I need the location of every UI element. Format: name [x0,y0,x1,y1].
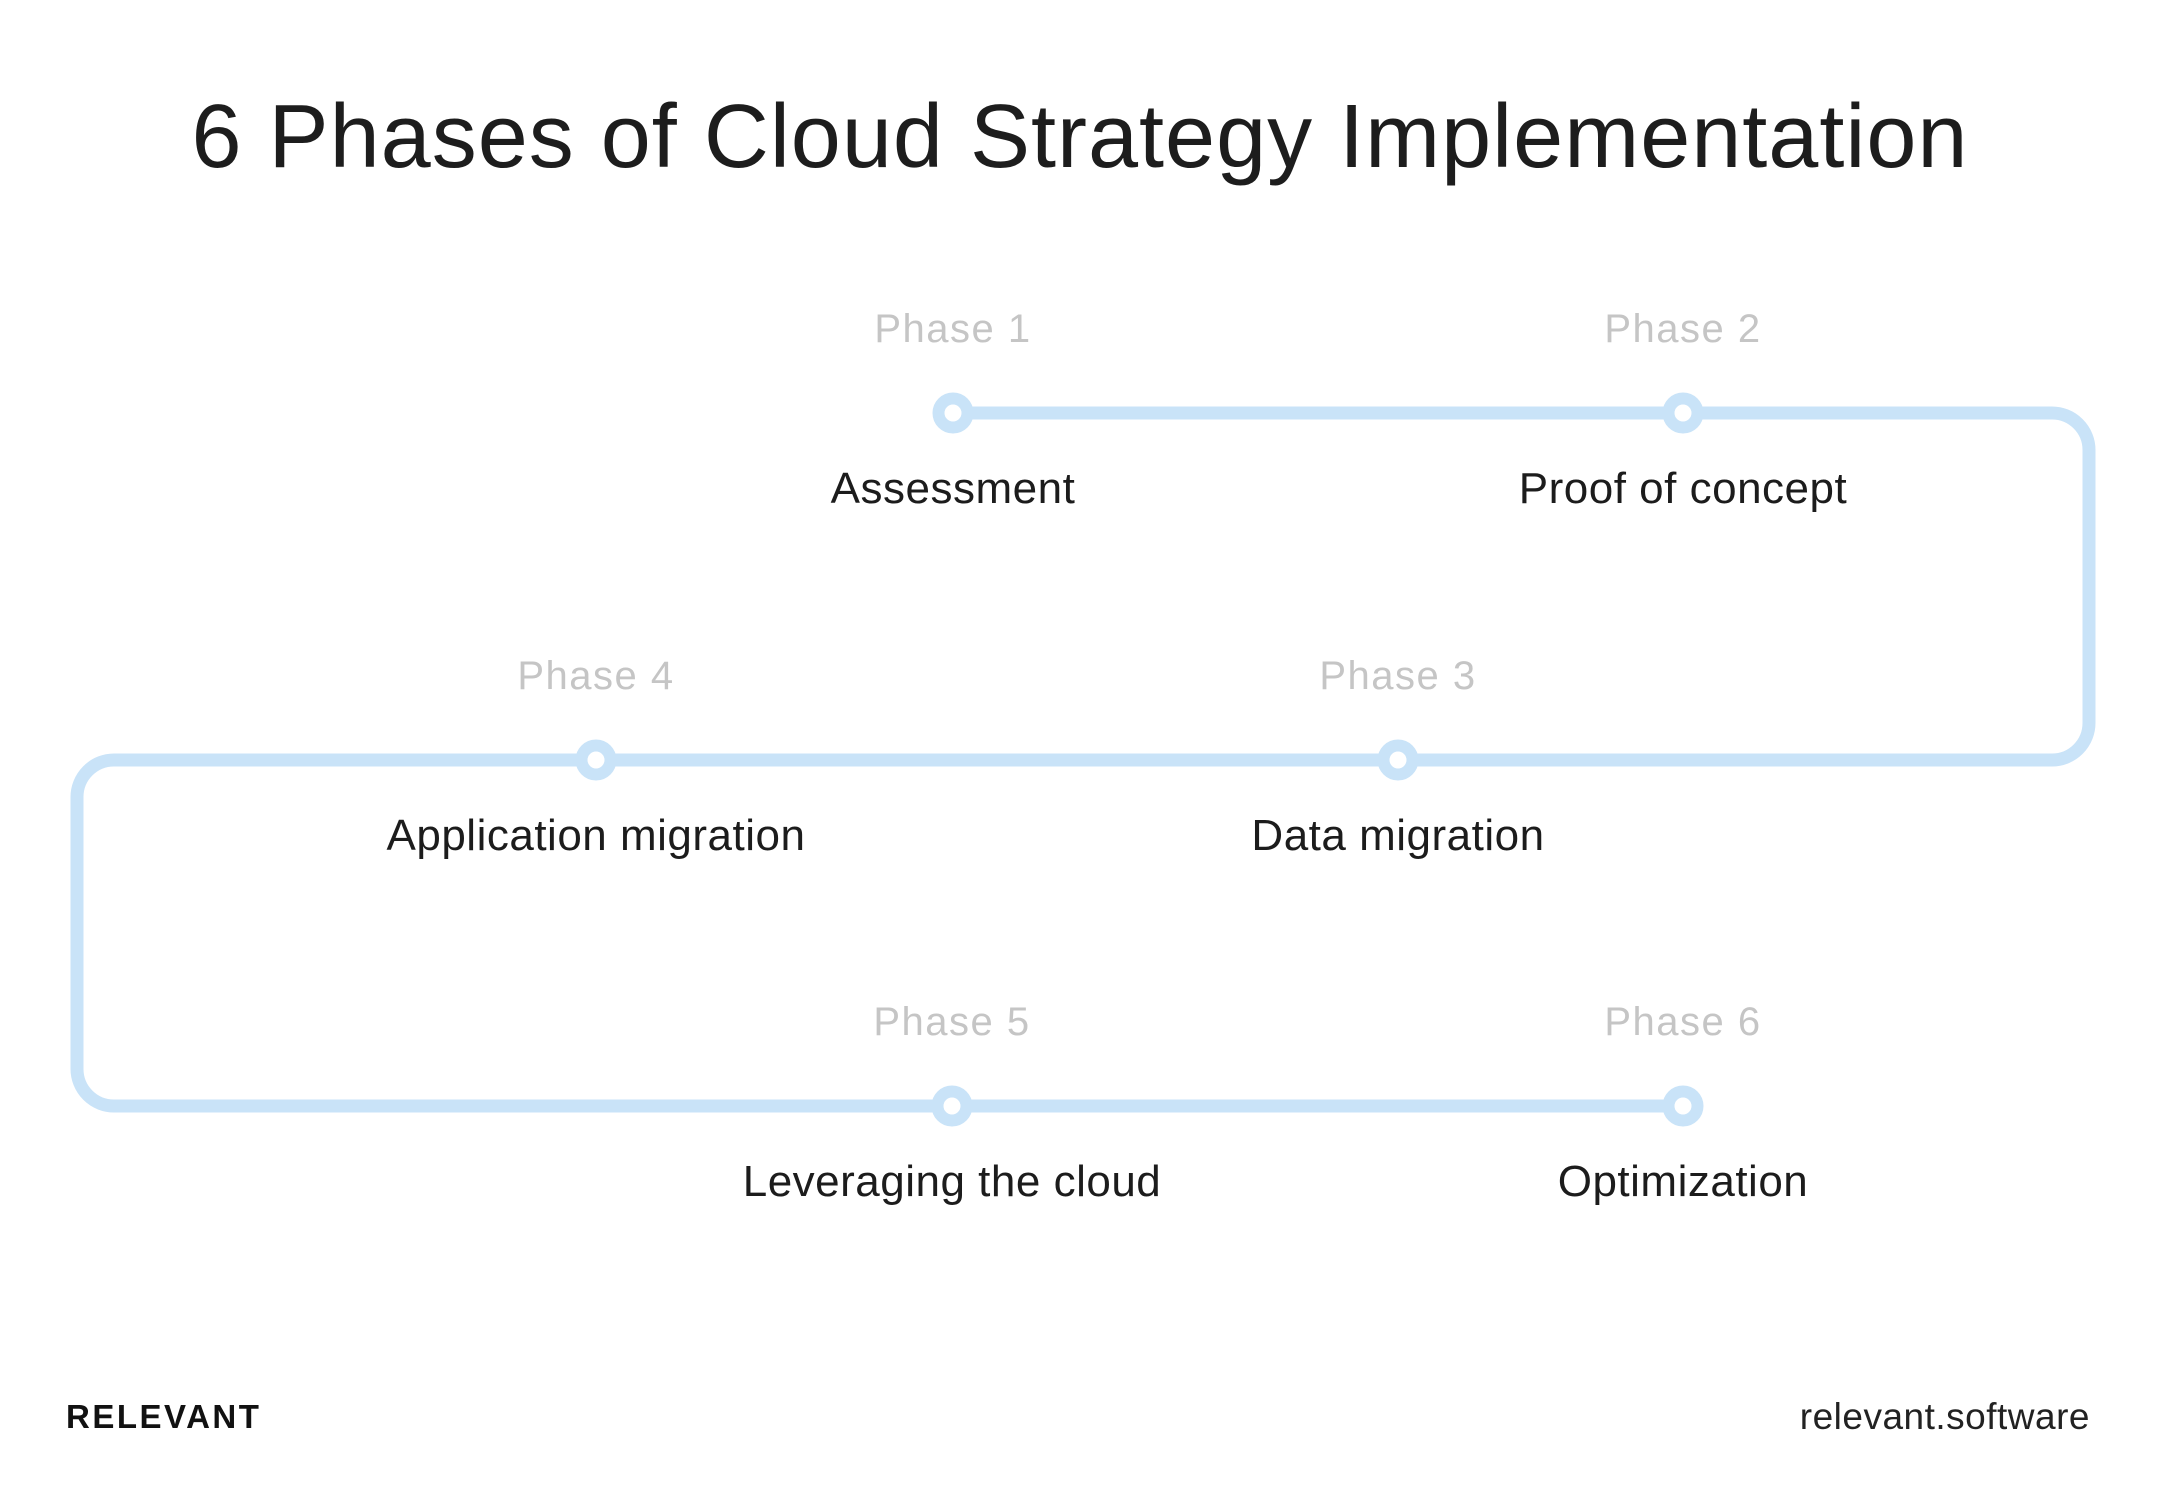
phase-1-label: Phase 1 [874,307,1032,351]
phase-6-node [1662,1085,1704,1127]
page-title: 6 Phases of Cloud Strategy Implementatio… [191,87,1969,187]
phase-4-node [575,739,617,781]
phase-1-node [932,392,974,434]
phase-4-name: Application migration [386,811,806,860]
timeline-path [70,406,2096,1113]
phase-1-name: Assessment [830,464,1076,513]
phase-5-label: Phase 5 [873,1000,1031,1044]
phase-2-name: Proof of concept [1518,464,1848,513]
phase-2-label: Phase 2 [1604,307,1762,351]
phase-3-name: Data migration [1251,811,1545,860]
phase-5-node [931,1085,973,1127]
phase-3-node [1377,739,1419,781]
phase-3-label: Phase 3 [1319,654,1477,698]
website-url: relevant.software [1799,1396,2090,1437]
phase-5-name: Leveraging the cloud [742,1157,1162,1206]
brand-logo: RELEVANT [66,1398,262,1435]
phase-2-node [1662,392,1704,434]
phase-4-label: Phase 4 [517,654,675,698]
phase-6-name: Optimization [1557,1157,1809,1206]
phase-6-label: Phase 6 [1604,1000,1762,1044]
